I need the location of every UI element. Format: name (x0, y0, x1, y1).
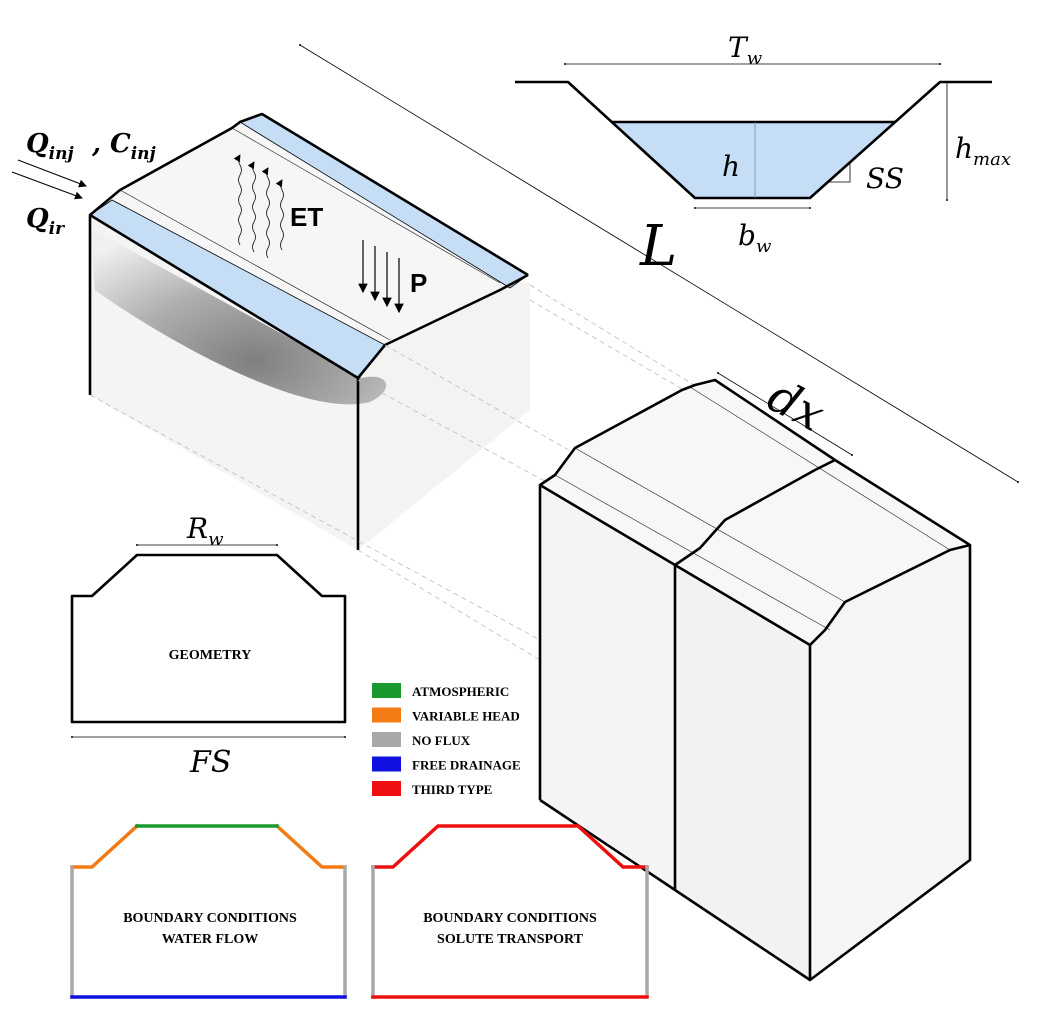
q-inj-arrow (17, 159, 87, 188)
bc-water-shape (70, 823, 347, 999)
legend-swatch-variable-head (372, 707, 401, 723)
p-label: P (410, 268, 427, 298)
fs-label: FS (189, 745, 231, 780)
q-inj-label: Qinj (26, 129, 74, 164)
et-label: ET (290, 202, 323, 232)
q-ir-arrow (11, 171, 83, 200)
legend-label-atmospheric: ATMOSPHERIC (412, 684, 509, 699)
legend-label-no-flux: NO FLUX (412, 733, 471, 748)
l-label: L (639, 214, 677, 279)
furrow-3d-block (11, 112, 530, 550)
legend: ATMOSPHERIC VARIABLE HEAD NO FLUX FREE DRAI… (372, 683, 521, 797)
bw-label: bw (738, 219, 772, 257)
tw-label: Tw (728, 31, 763, 69)
legend-swatch-no-flux (372, 732, 401, 747)
legend-label-third-type: THIRD TYPE (412, 782, 492, 797)
right-blocks (538, 378, 972, 982)
comma-label: , (91, 129, 101, 159)
bc-water-caption-line2: WATER FLOW (162, 932, 259, 947)
l-dimension-line (299, 44, 1019, 483)
bc-water-caption-line1: BOUNDARY CONDITIONS (123, 911, 297, 926)
legend-swatch-third-type (372, 781, 401, 796)
legend-swatch-atmospheric (372, 683, 401, 698)
rw-label: Rw (186, 512, 224, 550)
geometry-shape (70, 544, 347, 738)
h-label: h (722, 150, 740, 183)
c-inj-label: Cinj (110, 129, 157, 164)
legend-label-variable-head: VARIABLE HEAD (412, 709, 520, 724)
q-ir-label: Qir (26, 204, 65, 239)
bc-solute-caption-line1: BOUNDARY CONDITIONS (423, 911, 597, 926)
ss-label: SS (866, 162, 904, 195)
legend-swatch-free-drainage (372, 756, 401, 772)
bc-solute-caption-line2: SOLUTE TRANSPORT (437, 932, 584, 947)
legend-label-free-drainage: FREE DRAINAGE (412, 758, 521, 773)
cross-section (515, 63, 992, 209)
water-fill (612, 122, 895, 198)
et-arrows (233, 154, 284, 259)
bc-solute-shape (371, 824, 649, 999)
dx-dimension-line (717, 372, 853, 456)
geometry-caption: GEOMETRY (169, 648, 252, 663)
hmax-label: hmax (955, 132, 1011, 170)
